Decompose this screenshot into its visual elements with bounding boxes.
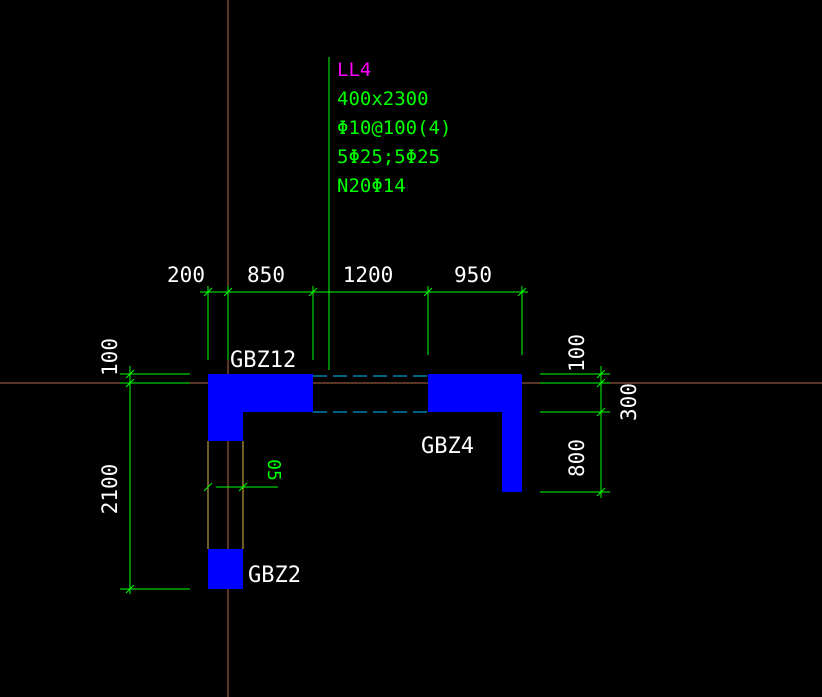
top-dim-text-200: 200	[167, 263, 205, 287]
top-dim-text-850: 850	[247, 263, 285, 287]
right-dimension-chain	[540, 366, 610, 498]
column-gbz4	[428, 374, 522, 492]
beam-main-rebar-label: 5Φ25;5Φ25	[337, 146, 440, 168]
top-dim-text-950: 950	[454, 263, 492, 287]
right-tick-2	[596, 378, 606, 388]
right-dim-text-100: 100	[565, 334, 589, 372]
beam-stirrup-label: Φ10@100(4)	[337, 117, 451, 139]
top-dim-text-1200: 1200	[343, 263, 394, 287]
right-dim-text-800: 800	[565, 439, 589, 477]
beam-name-label: LL4	[337, 59, 371, 81]
left-tick-1	[125, 369, 135, 379]
beam-annotation: LL4 400x2300 Φ10@100(4) 5Φ25;5Φ25 N20Φ14	[337, 59, 451, 197]
top-dimension-chain	[200, 286, 528, 360]
right-tick-3	[596, 407, 606, 417]
column-gbz12	[208, 374, 313, 441]
gbz2-label: GBZ2	[248, 563, 301, 588]
wall-dim-tick-2	[238, 482, 248, 492]
left-dimension-texts: 100 2100	[98, 338, 122, 514]
column-labels: GBZ12 GBZ4 GBZ2	[230, 348, 474, 588]
top-dim-tick-3	[308, 287, 318, 297]
left-tick-3	[125, 584, 135, 594]
right-dimension-texts: 100 300 800	[565, 334, 641, 477]
beam-section-label: 400x2300	[337, 88, 429, 110]
right-dim-text-300: 300	[617, 383, 641, 421]
wall-dim-tick-1	[203, 482, 213, 492]
left-dim-text-100: 100	[98, 338, 122, 376]
left-tick-2	[125, 378, 135, 388]
beam-side-rebar-label: N20Φ14	[337, 175, 406, 197]
top-dimension-texts: 200 850 1200 950	[167, 263, 492, 287]
right-tick-4	[596, 487, 606, 497]
top-dim-tick-4	[423, 287, 433, 297]
gbz12-label: GBZ12	[230, 348, 296, 373]
top-dim-tick-2	[223, 287, 233, 297]
right-tick-1	[596, 369, 606, 379]
left-dimension-chain	[120, 366, 190, 594]
top-dim-tick-5	[517, 287, 527, 297]
top-dim-tick-1	[203, 287, 213, 297]
wall-dim-text: 05	[263, 459, 284, 481]
column-gbz2	[208, 549, 243, 589]
wall-outline	[207, 441, 244, 549]
coupling-beam-outline	[313, 375, 428, 413]
gbz4-label: GBZ4	[421, 434, 474, 459]
wall-dimension	[203, 482, 278, 492]
left-dim-text-2100: 2100	[98, 464, 122, 515]
